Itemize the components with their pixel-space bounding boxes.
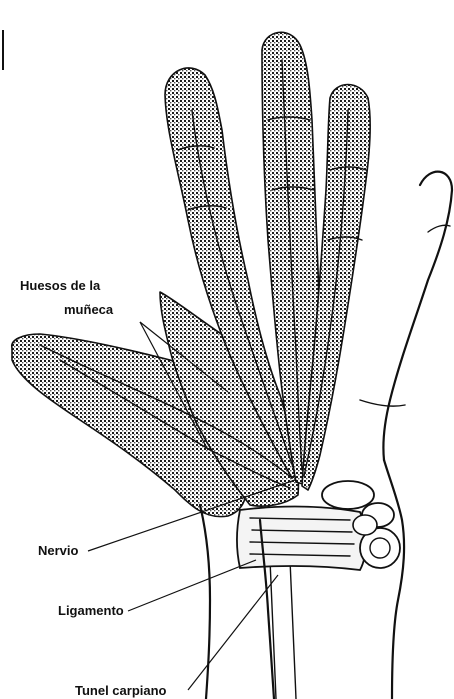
label-nerve: Nervio [38,543,79,558]
label-bones-line2: muñeca [64,302,114,317]
label-tunnel-group: Tunel carpiano [75,575,278,698]
label-ligament: Ligamento [58,603,124,618]
wrist-left-edge [200,505,210,699]
label-ligament-group: Ligamento [58,560,256,618]
crease-palm [360,400,405,406]
pinky-finger [383,172,452,460]
ligament-band [237,506,366,570]
wrist-inner-line-2 [290,560,296,699]
hand-illustration [12,32,452,699]
hand-edge [384,460,404,699]
label-bones-line1: Huesos de la [20,278,101,293]
label-tunnel: Tunel carpiano [75,683,167,698]
